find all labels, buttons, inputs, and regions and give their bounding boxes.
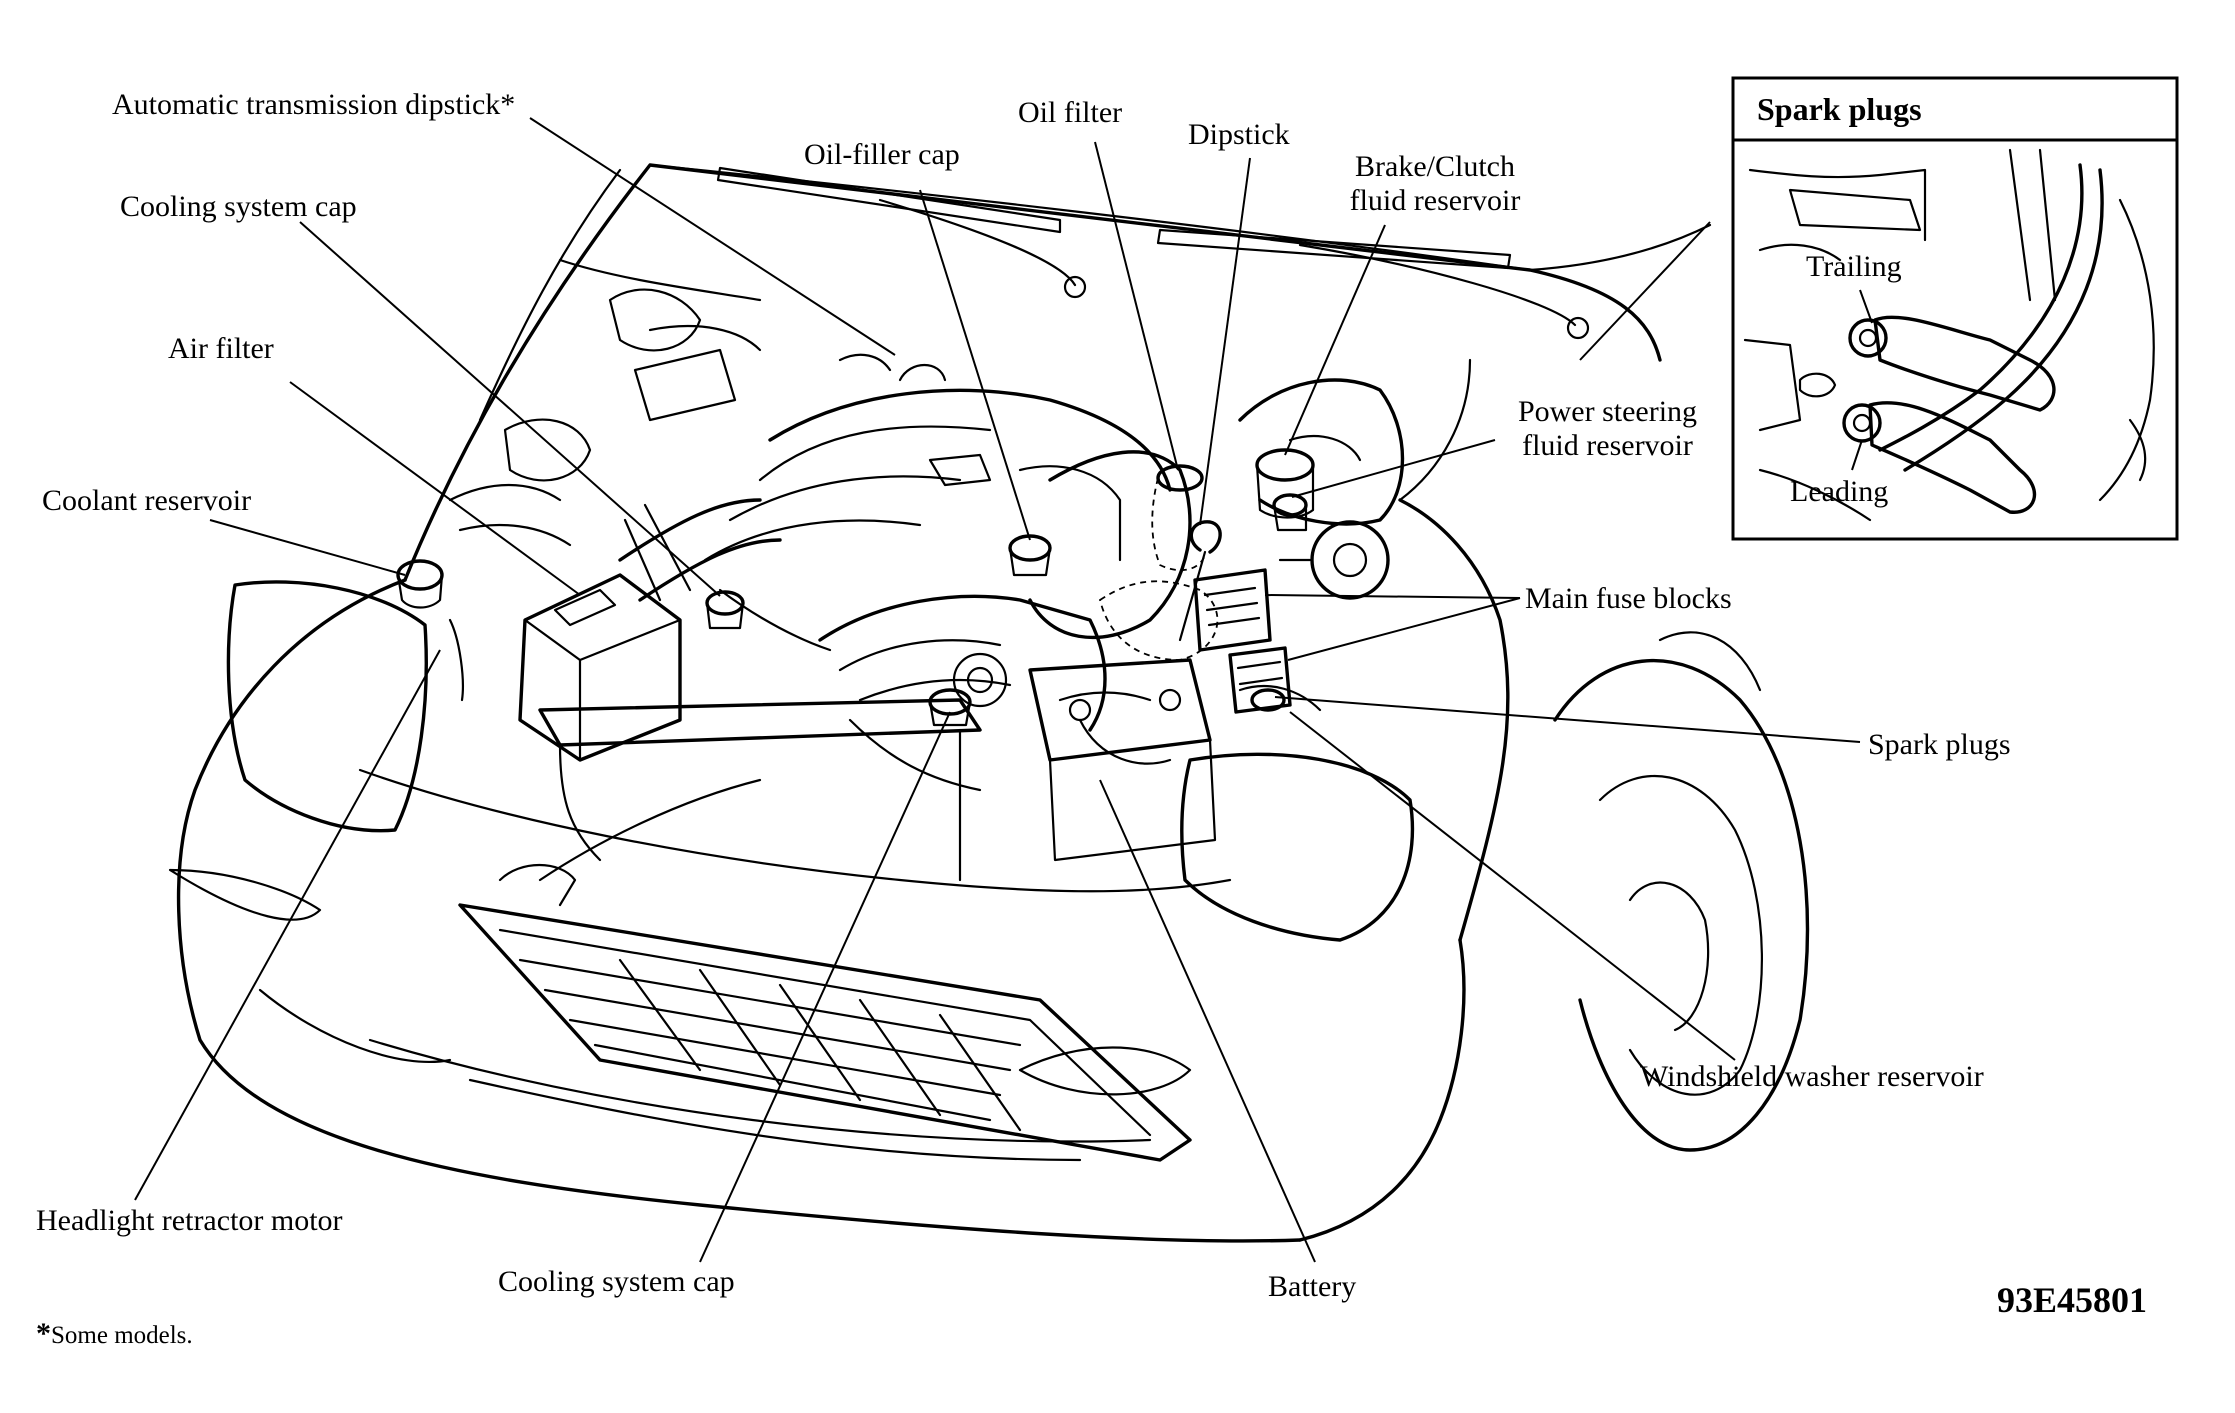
label-brake-clutch-fluid-reservoir: Brake/Clutch fluid reservoir: [1330, 150, 1540, 217]
label-brake-clutch-line2: fluid reservoir: [1349, 183, 1521, 217]
inset-label-trailing: Trailing: [1806, 250, 1902, 283]
label-cooling-system-cap-top: Cooling system cap: [120, 190, 357, 223]
inset-label-leading: Leading: [1790, 475, 1889, 508]
label-air-filter: Air filter: [168, 332, 274, 365]
label-oil-filler-cap: Oil-filler cap: [804, 138, 960, 171]
leader-lines: [134, 117, 1861, 1263]
label-headlight-retractor-motor: Headlight retractor motor: [36, 1204, 343, 1237]
footnote-text: Some models.: [51, 1322, 193, 1349]
label-battery: Battery: [1268, 1270, 1357, 1303]
label-power-steering-fluid-reservoir: Power steering fluid reservoir: [1490, 395, 1725, 462]
label-power-steering-line1: Power steering: [1517, 395, 1698, 428]
label-brake-clutch-line1: Brake/Clutch: [1355, 150, 1515, 183]
label-oil-filter: Oil filter: [1018, 96, 1123, 129]
label-spark-plugs-right: Spark plugs: [1868, 728, 2011, 761]
label-windshield-washer-reservoir: Windshield washer reservoir: [1640, 1060, 1984, 1093]
label-cooling-system-cap-bottom: Cooling system cap: [498, 1265, 735, 1298]
figure-code: 93E45801: [1997, 1280, 2148, 1320]
car-body-outline: [168, 163, 1810, 1243]
label-automatic-transmission-dipstick: Automatic transmission dipstick*: [112, 88, 516, 121]
footnote-marker: *: [36, 1317, 51, 1350]
inset-title: Spark plugs: [1757, 91, 1922, 127]
label-main-fuse-blocks: Main fuse blocks: [1525, 582, 1732, 615]
engine-components: [396, 258, 1405, 1162]
label-coolant-reservoir: Coolant reservoir: [42, 484, 252, 517]
wipers: [716, 166, 1590, 340]
label-dipstick: Dipstick: [1188, 118, 1290, 151]
label-power-steering-line2: fluid reservoir: [1522, 428, 1693, 462]
footnote: *Some models.: [36, 1317, 193, 1351]
spark-plugs-inset: [1731, 76, 2179, 541]
